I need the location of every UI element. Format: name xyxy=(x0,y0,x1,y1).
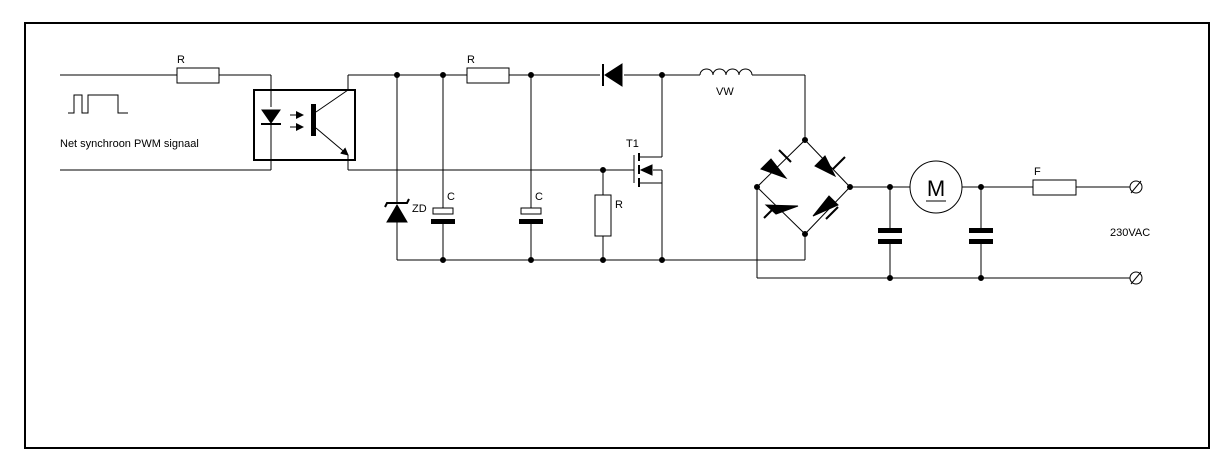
fuse-label: F xyxy=(1034,166,1041,178)
transistor-label: T1 xyxy=(626,138,639,150)
series-diode xyxy=(602,63,623,87)
diagram-frame xyxy=(24,22,1210,449)
ac-wires xyxy=(756,186,1130,279)
mosfet-t1 xyxy=(633,75,663,260)
inductor-coil xyxy=(699,68,753,76)
gate-resistor xyxy=(594,170,612,260)
capacitor-2-label: C xyxy=(535,191,543,203)
zener-label: ZD xyxy=(412,203,427,215)
capacitor-2 xyxy=(519,75,543,260)
motor-label: M xyxy=(927,176,945,201)
led-icon xyxy=(261,109,281,124)
capacitor-1-label: C xyxy=(447,191,455,203)
capacitor-3 xyxy=(878,228,902,244)
input-resistor xyxy=(176,67,220,84)
terminal-top xyxy=(1129,180,1143,194)
pwm-waveform-icon xyxy=(68,94,128,114)
bridge-rectifier xyxy=(756,139,851,235)
capacitor-1 xyxy=(431,75,455,260)
terminal-bottom xyxy=(1129,271,1143,285)
fuse xyxy=(1032,179,1077,196)
phototransistor-base xyxy=(311,104,316,136)
series-resistor xyxy=(466,67,510,84)
series-resistor-label: R xyxy=(467,54,475,66)
input-wires xyxy=(60,74,272,171)
capacitor-4 xyxy=(969,228,993,244)
mains-label: 230VAC xyxy=(1110,227,1150,239)
optocoupler xyxy=(253,89,356,161)
inductor-label: VW xyxy=(716,86,734,98)
top-rail xyxy=(348,74,806,140)
motor xyxy=(909,160,963,214)
gate-resistor-label: R xyxy=(615,199,623,211)
zener-diode xyxy=(384,75,410,260)
input-resistor-label: R xyxy=(177,54,185,66)
junction-dots xyxy=(394,72,984,281)
pwm-signal-label: Net synchroon PWM signaal xyxy=(60,138,199,150)
bottom-rail xyxy=(348,169,806,261)
